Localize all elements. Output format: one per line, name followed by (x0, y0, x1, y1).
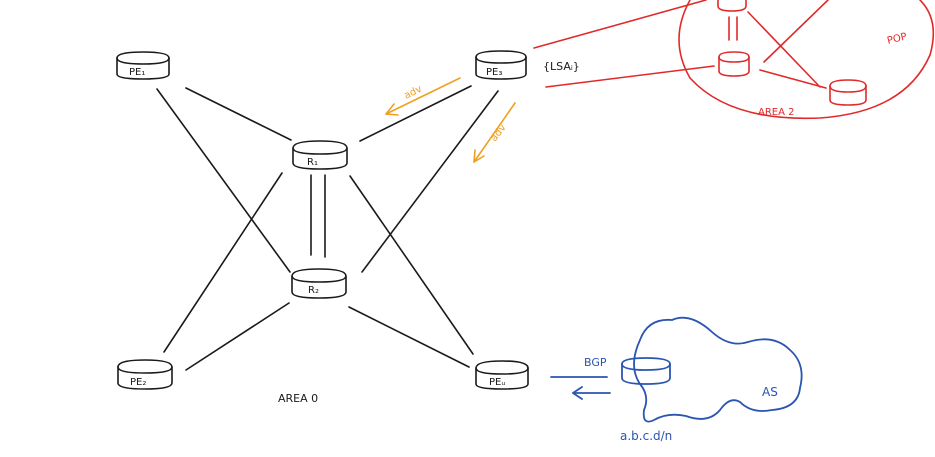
adv-arrow-down: adv (473, 102, 516, 163)
prefix-label: a.b.c.d/n (620, 429, 672, 443)
area2-region: AREA 2 POP (533, 0, 935, 120)
router-pe1-label: PE₁ (129, 67, 145, 78)
area0-label: AREA 0 (278, 392, 318, 405)
as-router (621, 357, 671, 385)
area0-links (156, 85, 499, 371)
router-r1-label: R₁ (307, 157, 318, 168)
link-pe3-area2-node (545, 65, 715, 88)
router-pe4-label: PEᵤ (489, 377, 505, 388)
router-pe1: PE₁ (116, 51, 170, 80)
router-r2: R₂ (291, 268, 347, 299)
link-pe3-r2 (361, 90, 499, 273)
as-cloud (633, 316, 803, 423)
router-pe3-label: PE₃ (486, 67, 502, 78)
link-pe4-r1 (349, 175, 474, 355)
router-pe4: PEᵤ (475, 360, 529, 390)
area2-node-mid (718, 51, 750, 77)
link-pe3-area2-top (533, 0, 707, 49)
pop-ellipse (678, 0, 935, 120)
area2-node-top (717, 0, 747, 12)
link-pe1-r1 (185, 87, 292, 141)
router-r2-label: R₂ (308, 285, 319, 296)
router-r1: R₁ (292, 140, 348, 170)
router-pe2: PE₂ (117, 359, 173, 390)
area2-node-right (829, 79, 867, 106)
link-pe2-r2 (185, 302, 290, 371)
adv-label-2: adv (489, 123, 509, 144)
router-pe3: PE₃ (475, 50, 527, 80)
router-pe2-label: PE₂ (130, 377, 146, 388)
link-pe1-r2 (156, 88, 291, 273)
lsa-label: {LSAᵢ} (543, 60, 580, 73)
as-label: AS (762, 385, 778, 399)
link-pe4-r2 (348, 306, 470, 368)
bgp-label: BGP (584, 356, 607, 369)
adv-label-1: adv (402, 84, 423, 102)
as-region: BGP AS a.b.c.d/n (550, 316, 803, 443)
link-pe3-r1 (359, 85, 472, 142)
link-pe2-r1 (163, 172, 283, 353)
area2-label: AREA 2 (758, 107, 795, 118)
pop-label: POP (886, 31, 908, 46)
